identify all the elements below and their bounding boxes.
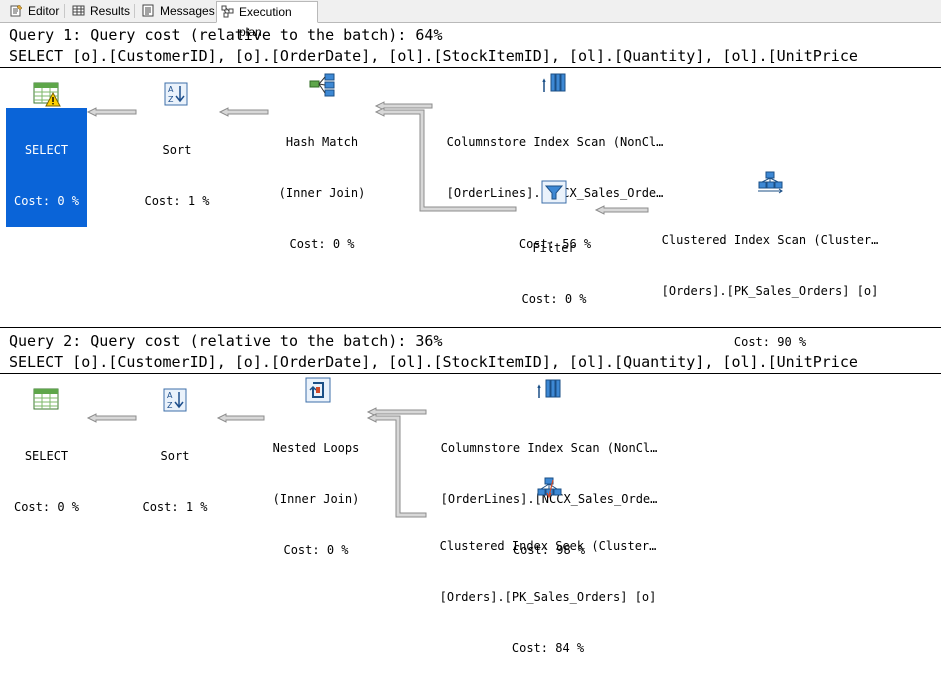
- clscan-node-name: Clustered Index Scan (Cluster…: [661, 233, 879, 247]
- query1-separator: [0, 67, 941, 68]
- query1-select-node[interactable]: SELECT Cost: 0 %: [6, 108, 87, 227]
- arrow-clscan-to-filter: [594, 205, 649, 215]
- tab-execution-plan[interactable]: Execution plan: [216, 1, 318, 39]
- filter-node-name: Filter: [532, 241, 576, 255]
- hash-node-cost: Cost: 0 %: [289, 237, 355, 251]
- query2-header: Query 2: Query cost (relative to the bat…: [9, 332, 443, 350]
- sort-node-cost: Cost: 1 %: [142, 500, 208, 514]
- arrow-sort-to-select-q2: [86, 413, 137, 423]
- tab-results[interactable]: Results: [68, 1, 132, 21]
- query1-clustered-index-scan-node[interactable]: Clustered Index Scan (Cluster… [Orders].…: [650, 198, 890, 368]
- arrow-sort-to-select: [86, 107, 137, 117]
- results-grid-icon: [72, 5, 85, 16]
- select-icon[interactable]: [33, 388, 61, 414]
- hash-node-subtitle: (Inner Join): [278, 186, 366, 200]
- svg-text:A: A: [167, 391, 173, 400]
- hash-node-name: Hash Match: [285, 135, 359, 149]
- query2-nested-loops-node[interactable]: Nested Loops (Inner Join) Cost: 0 %: [256, 406, 376, 576]
- query2-columnstore-scan-node[interactable]: Columnstore Index Scan (NonCl… [OrderLin…: [429, 406, 669, 576]
- nested-loops-icon[interactable]: [305, 377, 331, 403]
- tab-divider: [134, 4, 135, 18]
- query2-sort-node[interactable]: Sort Cost: 1 %: [128, 414, 222, 533]
- tab-execution-plan-label: Execution plan: [239, 5, 292, 39]
- colscan-node-name: Columnstore Index Scan (NonCl…: [446, 135, 664, 149]
- messages-icon: [142, 4, 154, 17]
- plan-connectors: [86, 101, 649, 518]
- svg-text:Z: Z: [168, 95, 174, 104]
- select-warning-icon[interactable]: [33, 82, 61, 108]
- colscan-node-name: Columnstore Index Scan (NonCl…: [440, 441, 658, 455]
- tab-editor[interactable]: Editor: [6, 1, 64, 21]
- colscan-node-object: [OrderLines].[NCCX_Sales_Orde…: [440, 492, 658, 506]
- query1-header: Query 1: Query cost (relative to the bat…: [9, 26, 443, 44]
- query1-sql: SELECT [o].[CustomerID], [o].[OrderDate]…: [9, 47, 858, 65]
- arrow-loops-to-sort: [216, 413, 265, 423]
- loops-node-name: Nested Loops: [272, 441, 360, 455]
- sort-node-name: Sort: [160, 449, 190, 463]
- tab-results-label: Results: [90, 4, 131, 18]
- arrow-filter-to-hash: [374, 107, 517, 212]
- clscan-node-object: [Orders].[PK_Sales_Orders] [o]: [661, 284, 879, 298]
- results-tab-bar: Editor Results Messages Execution plan: [0, 0, 941, 39]
- query2-select-node[interactable]: SELECT Cost: 0 %: [6, 414, 87, 533]
- sort-node-name: Sort: [162, 143, 192, 157]
- hash-match-icon[interactable]: [308, 72, 336, 98]
- sort-icon[interactable]: A Z: [164, 82, 188, 106]
- clseek-node-object: [Orders].[PK_Sales_Orders] [o]: [439, 590, 657, 604]
- tab-divider: [64, 4, 65, 18]
- query1-hash-match-node[interactable]: Hash Match (Inner Join) Cost: 0 %: [262, 100, 382, 270]
- query2-sql: SELECT [o].[CustomerID], [o].[OrderDate]…: [9, 353, 858, 371]
- query2-separator: [0, 373, 941, 374]
- query1-filter-node[interactable]: Filter Cost: 0 %: [509, 206, 599, 325]
- execution-plan-icon: [221, 5, 234, 18]
- query2-clustered-index-seek-node[interactable]: Clustered Index Seek (Cluster… [Orders].…: [428, 504, 668, 674]
- sort-icon[interactable]: A Z: [163, 388, 187, 412]
- clseek-node-name: Clustered Index Seek (Cluster…: [439, 539, 657, 553]
- colscan-node-cost: Cost: 98 %: [512, 543, 586, 557]
- select-node-name: SELECT: [24, 143, 69, 157]
- editor-icon: [10, 4, 23, 17]
- filter-node-cost: Cost: 0 %: [521, 292, 587, 306]
- sort-node-cost: Cost: 1 %: [144, 194, 210, 208]
- columnstore-scan-icon[interactable]: [542, 72, 568, 96]
- clscan-node-cost: Cost: 90 %: [733, 335, 807, 349]
- loops-node-subtitle: (Inner Join): [272, 492, 360, 506]
- colscan-node-cost: Cost: 56 %: [518, 237, 592, 251]
- arrow-hash-to-sort: [218, 107, 269, 117]
- tab-messages-label: Messages: [160, 4, 215, 18]
- clustered-index-seek-icon[interactable]: [535, 476, 563, 502]
- select-node-name: SELECT: [24, 449, 69, 463]
- filter-icon[interactable]: [541, 180, 567, 204]
- query1-sort-node[interactable]: Sort Cost: 1 %: [130, 108, 224, 227]
- query-divider: [0, 327, 941, 328]
- tab-editor-label: Editor: [28, 4, 60, 18]
- loops-node-cost: Cost: 0 %: [283, 543, 349, 557]
- select-node-cost: Cost: 0 %: [13, 194, 80, 208]
- clustered-index-scan-icon[interactable]: [756, 170, 784, 196]
- tab-messages[interactable]: Messages: [138, 1, 215, 21]
- arrow-colscan-to-loops: [366, 407, 427, 417]
- clseek-node-cost: Cost: 84 %: [511, 641, 585, 655]
- svg-text:Z: Z: [167, 401, 173, 410]
- svg-text:A: A: [168, 85, 174, 94]
- select-node-cost: Cost: 0 %: [13, 500, 80, 514]
- arrow-seek-to-loops: [366, 413, 427, 518]
- columnstore-scan-icon[interactable]: [537, 378, 563, 402]
